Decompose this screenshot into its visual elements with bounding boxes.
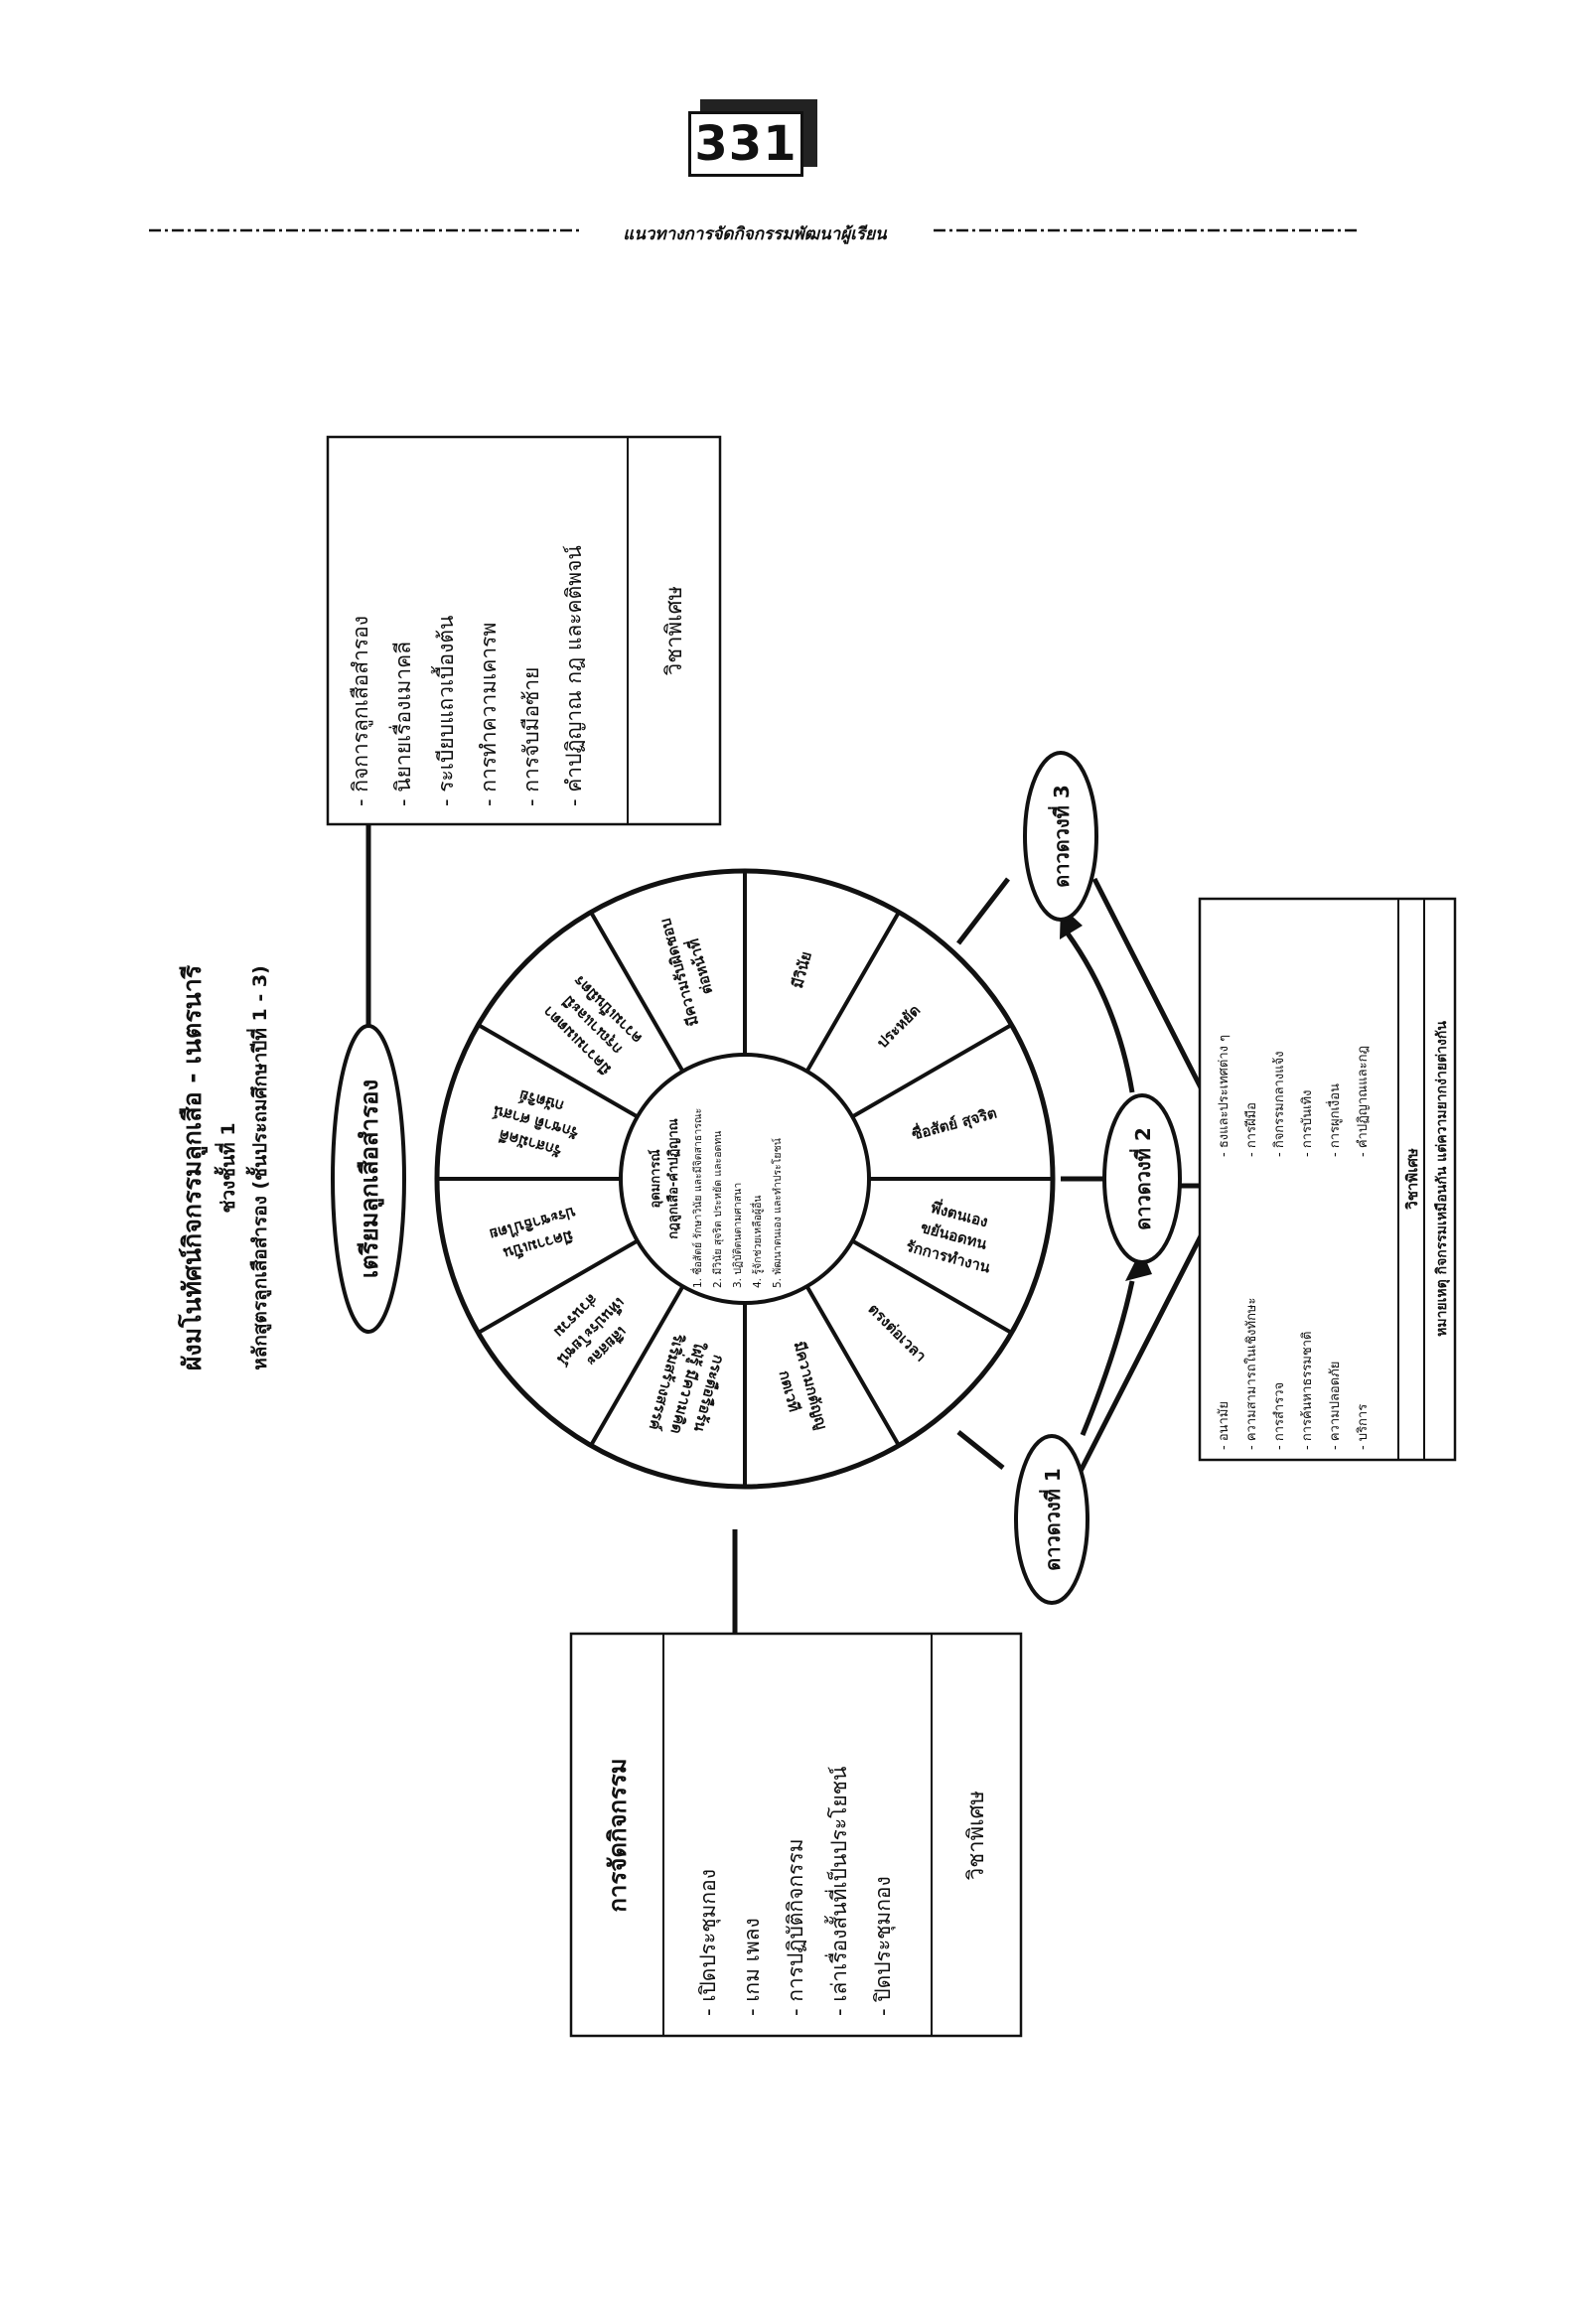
box-activity-footer: วิชาพิเศษ xyxy=(964,1791,989,1881)
box-prep-item-3: - ระเบียบแถวเบื้องต้น xyxy=(431,616,458,806)
wheel-spoke xyxy=(851,1023,1013,1119)
box-star-subjects: - อนามัย - ความสามารถในเชิงทักษะ - การสำ… xyxy=(1198,897,1457,1462)
wheel-spoke xyxy=(477,1238,639,1335)
node-star-1: ดาวดวงที่ 1 xyxy=(1014,1434,1089,1605)
box-prep-item-6: - คำปฏิญาณ กฎ และคติพจน์ xyxy=(562,545,586,806)
hub-line-2: 2. มีวินัย สุจริต ประหยัด และอดทน xyxy=(711,1131,724,1288)
wheel-hub-circle xyxy=(619,1053,871,1305)
wheel-spoke xyxy=(851,1238,1013,1335)
wheel-spokes xyxy=(437,871,1053,1487)
box-activity-item-1: - เปิดประชุมกอง xyxy=(696,1869,721,2016)
stars-col2-item-6: - คำปฏิญาณและกฎ xyxy=(1356,1046,1371,1157)
diagram-title-line-3: หลักสูตรลูกเสือสำรอง (ชั้นประถมศึกษาปีที… xyxy=(245,965,272,1370)
stars-col1-item-5: - ความปลอดภัย xyxy=(1328,1362,1343,1450)
box-activity-item-5: - ปิดประชุมกอง xyxy=(871,1876,896,2016)
connector-star3-wheel xyxy=(956,877,1010,945)
page-number: 331 xyxy=(688,111,803,177)
stars-col1-item-2: - ความสามารถในเชิงทักษะ xyxy=(1243,1298,1259,1451)
node-star2-label: ดาวดวงที่ 2 xyxy=(1128,1127,1155,1230)
box-activity-item-4: - เล่าเรื่องสั้นที่เป็นประโยชน์ xyxy=(824,1766,851,2016)
box-prep-item-2: - นิยายเรื่องเมาคลี xyxy=(388,642,415,806)
wheel-hub: อุดมการณ์ กฎลูกเสือ-คำปฏิญาณ 1. ซื่อสัตย… xyxy=(648,1108,784,1288)
wheel-spoke xyxy=(589,1285,685,1447)
node-star-2: ดาวดวงที่ 2 xyxy=(1102,1093,1182,1264)
wheel-spoke xyxy=(804,911,901,1073)
box-prep-item-4: - การทำความเคารพ xyxy=(477,623,501,806)
stars-col2-item-2: - การฝีมือ xyxy=(1243,1102,1259,1157)
connector-star1-wheel xyxy=(956,1430,1005,1470)
stars-col1-item-3: - การสำรวจ xyxy=(1272,1382,1287,1450)
hub-line-3: 3. ปฏิบัติตนตามศาสนา xyxy=(732,1183,744,1288)
arrow-star2-star3 xyxy=(1065,932,1135,1093)
box-prep-item-1: - กิจการลูกเสือสำรอง xyxy=(349,616,373,806)
connector-star1-box xyxy=(1072,1224,1209,1485)
diagram-title-line-2: ช่วงชั้นที่ 1 xyxy=(214,1122,239,1213)
hub-title-2: กฎลูกเสือ-คำปฏิญาณ xyxy=(665,1118,681,1238)
node-prep-scout: เตรียมลูกเสือสำรอง xyxy=(331,1024,406,1334)
hub-title-1: อุดมการณ์ xyxy=(648,1149,663,1208)
node-star-3: ดาวดวงที่ 3 xyxy=(1023,751,1098,922)
box-activity-item-3: - การปฏิบัติกิจกรรม xyxy=(784,1838,807,2016)
stars-col2-item-5: - การผูกเงื่อน xyxy=(1326,1083,1343,1157)
wheel-spoke xyxy=(477,1023,639,1119)
stars-footer: วิชาพิเศษ xyxy=(1403,1148,1421,1210)
stars-col2-item-4: - การบันเทิง xyxy=(1300,1090,1315,1157)
stars-col1-item-1: - อนามัย xyxy=(1217,1401,1232,1450)
box-prep-footer: วิชาพิเศษ xyxy=(662,586,687,676)
hub-line-4: 4. รู้จักช่วยเหลือผู้อื่น xyxy=(750,1195,764,1288)
box-prep-scout: - กิจการลูกเสือสำรอง - นิยายเรื่องเมาคลี… xyxy=(326,435,722,826)
node-star3-label: ดาวดวงที่ 3 xyxy=(1047,785,1074,888)
box-activity-item-2: - เกม เพลง xyxy=(740,1918,764,2016)
box-activity-title: การจัดกิจกรรม xyxy=(604,1758,632,1912)
box-activity: การจัดกิจกรรม - เปิดประชุมกอง - เกม เพลง… xyxy=(569,1632,1023,2038)
hub-line-5: 5. พัฒนาตนเอง และทำประโยชน์ xyxy=(771,1138,784,1288)
connector-star3-box xyxy=(1091,877,1209,1099)
node-prep-label: เตรียมลูกเสือสำรอง xyxy=(356,1080,384,1278)
diagram-title: ผังมโนทัศน์กิจกรรมลูกเสือ - เนตรนารี ช่ว… xyxy=(177,964,272,1370)
wheel-spoke xyxy=(589,911,685,1073)
stars-note: หมายเหตุ กิจกรรมเหมือนกัน แต่ความยากง่าย… xyxy=(1434,1021,1450,1337)
page-number-box: 331 xyxy=(688,99,817,179)
diagram-title-line-1: ผังมโนทัศน์กิจกรรมลูกเสือ - เนตรนารี xyxy=(177,964,209,1370)
node-star1-label: ดาวดวงที่ 1 xyxy=(1038,1468,1065,1571)
header-title: แนวทางการจัดกิจกรรมพัฒนาผู้เรียน xyxy=(623,224,887,244)
arrow-head-up-star2 xyxy=(1125,1249,1152,1281)
stars-col2-item-3: - กิจกรรมกลางแจ้ง xyxy=(1272,1051,1287,1157)
arrow-star1-star2 xyxy=(1080,1280,1135,1436)
wheel-spoke xyxy=(804,1285,901,1447)
connectors xyxy=(365,824,1209,1634)
hub-line-1: 1. ซื่อสัตย์ รักษาวินัย และมีจิตสาธารณะ xyxy=(690,1108,704,1288)
stars-col1-item-6: - บริการ xyxy=(1356,1404,1371,1450)
stars-col2-item-1: - ธงและประเทศต่าง ๆ xyxy=(1217,1035,1232,1157)
box-prep-item-5: - การจับมือซ้าย xyxy=(519,667,543,806)
stars-col1-item-4: - การค้นหาธรรมชาติ xyxy=(1300,1332,1315,1450)
